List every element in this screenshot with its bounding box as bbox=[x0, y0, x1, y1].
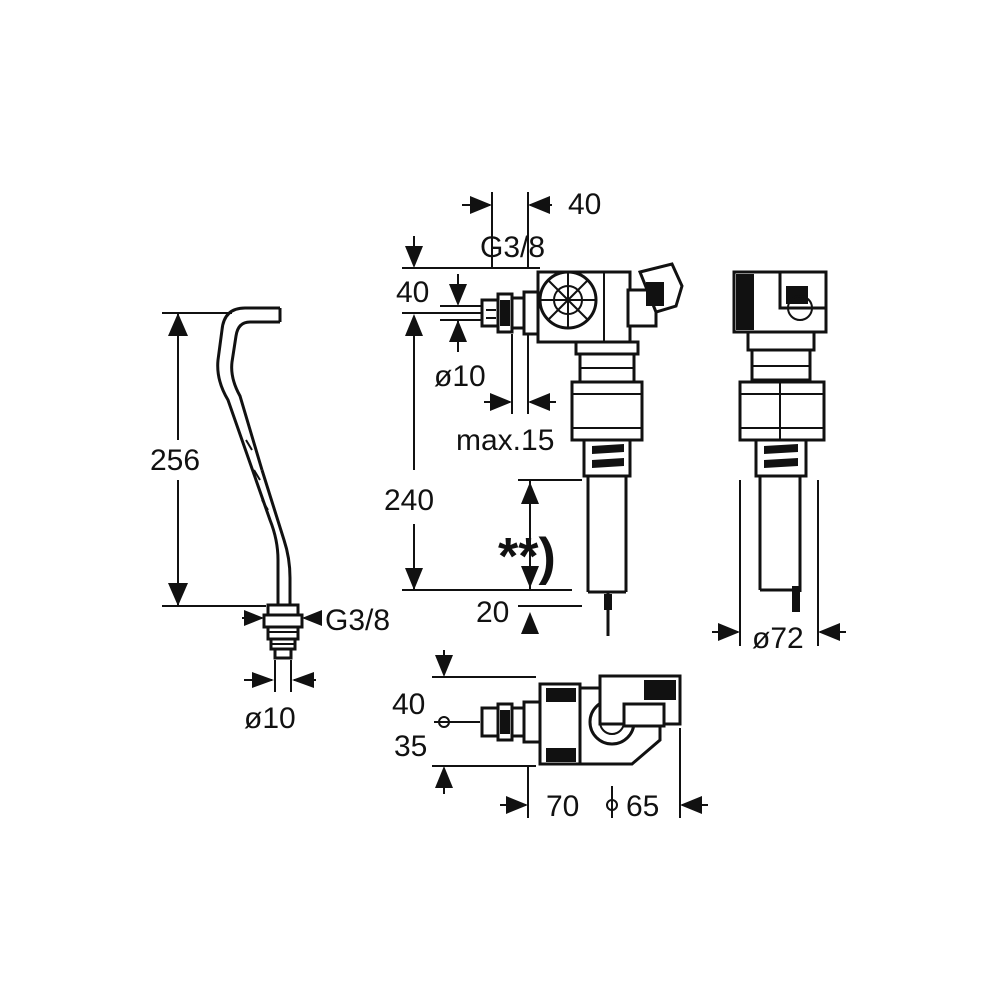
float-diameter-label: ø72 bbox=[752, 622, 804, 655]
dim-pipe-diameter bbox=[244, 660, 316, 692]
valve-front-view: 40 G3/8 40 ø10 bbox=[384, 188, 684, 636]
bottom-offset-label: 20 bbox=[476, 596, 509, 629]
bent-pipe bbox=[216, 306, 280, 605]
pipe-diameter-label: ø10 bbox=[244, 702, 296, 735]
dim-float-diameter bbox=[712, 480, 846, 646]
plan-b-label: 35 bbox=[394, 730, 427, 763]
inlet-length-label: max.15 bbox=[456, 424, 554, 457]
inlet-fitting bbox=[480, 290, 540, 336]
dim-top-width bbox=[462, 192, 552, 268]
pipe-thread-label: G3/8 bbox=[325, 604, 390, 637]
valve-head bbox=[536, 262, 684, 344]
plan-a-label: 40 bbox=[392, 688, 425, 721]
dim-plan-horizontal bbox=[500, 728, 708, 818]
pipe-thread-fitting bbox=[262, 603, 304, 660]
dim-valve-height bbox=[402, 314, 572, 591]
pipe-height-label: 256 bbox=[150, 444, 200, 477]
dim-bottom-offset bbox=[518, 605, 582, 634]
inlet-thread-label: G3/8 bbox=[480, 231, 545, 264]
inlet-pipe-view: 256 G3/8 ø10 bbox=[150, 306, 390, 735]
valve-side-view: ø72 bbox=[712, 270, 846, 655]
dim-adjust-range bbox=[518, 479, 582, 590]
dim-inlet-length bbox=[484, 334, 556, 414]
valve-plan-view: 40 35 bbox=[392, 650, 708, 823]
dim-pipe-thread bbox=[242, 610, 322, 626]
valve-height-label: 240 bbox=[384, 484, 434, 517]
plan-d-label: 65 bbox=[626, 790, 659, 823]
dim-256 bbox=[162, 312, 266, 607]
inlet-diameter-label: ø10 bbox=[434, 360, 486, 393]
dim-inlet-offset bbox=[405, 236, 467, 352]
valve-body bbox=[570, 340, 644, 636]
plan-c-label: 70 bbox=[546, 790, 579, 823]
plan-body bbox=[480, 674, 682, 766]
inlet-offset-label: 40 bbox=[396, 276, 429, 309]
adjust-range-label: **) bbox=[498, 528, 556, 586]
top-width-label: 40 bbox=[568, 188, 601, 221]
